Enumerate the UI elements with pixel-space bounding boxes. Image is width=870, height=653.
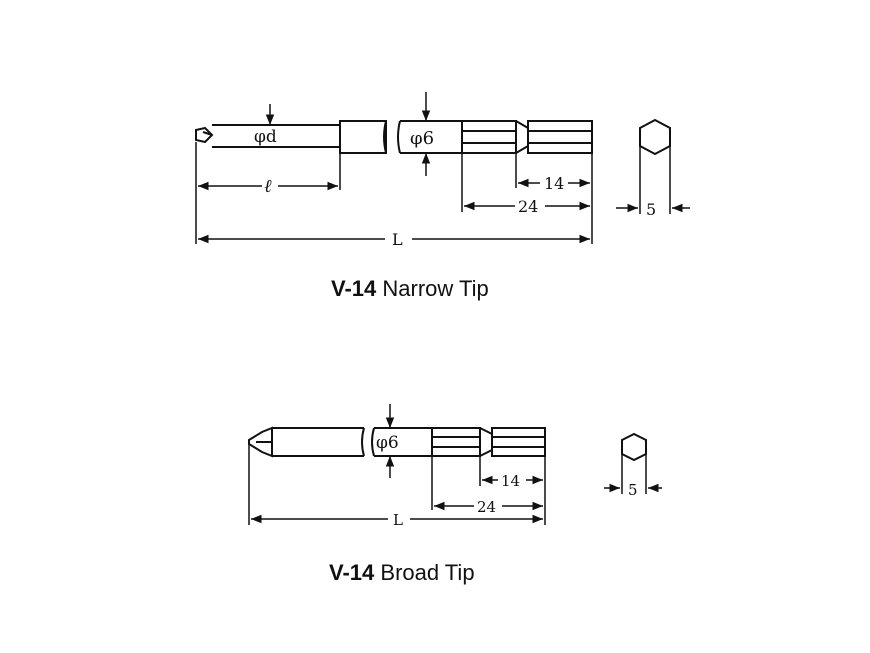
broad-shank-length-label: 24 [477,498,496,516]
narrow-body-diameter-label: φ6 [410,128,434,149]
broad-hex-width-label: 5 [628,481,638,499]
broad-tip-caption: V-14 Broad Tip [329,560,475,586]
broad-name-label: Broad Tip [380,560,475,585]
narrow-shaft-diameter-label: φd [254,127,277,147]
narrow-shank-length-label: 24 [518,197,538,216]
broad-hex-length-label: 14 [501,472,520,490]
broad-body-diameter-label: φ6 [376,433,399,453]
broad-tip-drawing [248,404,662,525]
broad-model-label: V-14 [329,560,375,585]
broad-hex-end-view [604,432,662,494]
narrow-model-label: V-14 [331,276,377,301]
broad-total-length-label: L [393,511,403,529]
narrow-hex-end-view [616,118,690,214]
narrow-hex-length-label: 14 [544,174,564,193]
narrow-bit-outline [195,120,593,154]
narrow-hex-width-label: 5 [646,200,656,219]
narrow-tip-caption: V-14 Narrow Tip [331,276,489,302]
narrow-name-label: Narrow Tip [382,276,489,301]
narrow-tip-drawing [195,92,690,244]
narrow-tip-length-label: ℓ [264,176,272,197]
narrow-total-length-label: L [392,230,403,249]
